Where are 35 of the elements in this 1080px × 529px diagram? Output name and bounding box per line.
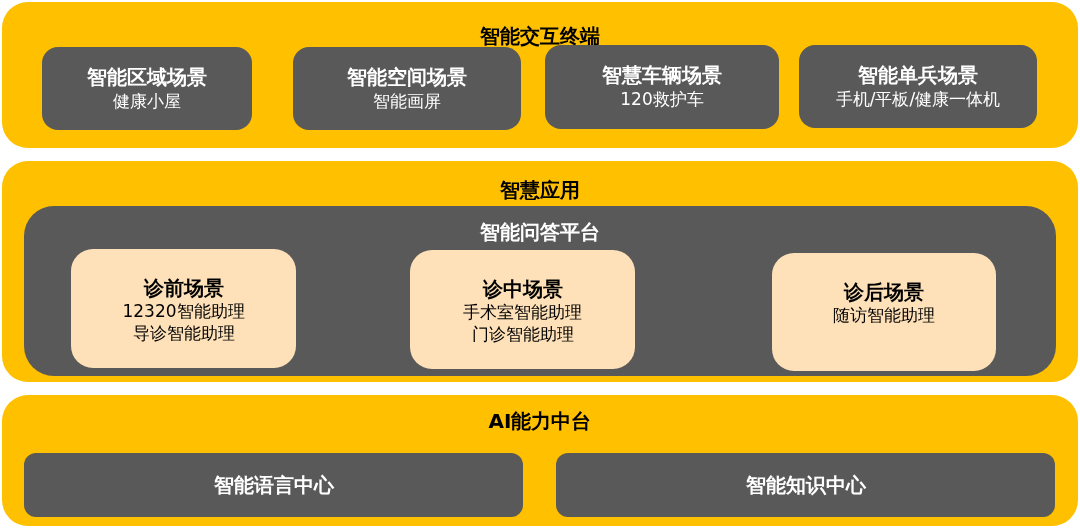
box-title: 智能语言中心 (213, 473, 334, 497)
capability-box (24, 453, 523, 517)
band-title: AI能力中台 (488, 409, 592, 433)
box-title: 智能单兵场景 (858, 62, 978, 87)
box-title: 智能知识中心 (745, 473, 866, 497)
box-title: 智能区域场景 (87, 64, 207, 89)
card-text: 12320智能助理 (122, 300, 245, 322)
panel-title: 智能问答平台 (480, 220, 600, 244)
card-text: 门诊智能助理 (471, 323, 574, 345)
layer-band (2, 161, 1078, 382)
box-subtitle: 智能画屏 (373, 89, 441, 113)
band-title: 智慧应用 (500, 178, 580, 202)
scene-card (71, 249, 296, 368)
card-text: 随访智能助理 (833, 304, 935, 326)
scene-card (772, 253, 996, 371)
platform-panel (24, 206, 1056, 376)
box-title: 智能空间场景 (347, 64, 467, 89)
scene-box (799, 45, 1037, 128)
box-title: 智慧车辆场景 (602, 63, 722, 87)
card-title: 诊中场景 (482, 277, 563, 301)
layer-band (2, 395, 1078, 526)
card-title: 诊后场景 (844, 280, 924, 304)
band-title: 智能交互终端 (480, 24, 600, 48)
scene-box (545, 45, 779, 129)
box-subtitle: 健康小屋 (113, 89, 181, 113)
scene-box (42, 47, 252, 130)
scene-card (410, 250, 635, 369)
card-text: 导诊智能助理 (132, 322, 235, 344)
capability-box (556, 453, 1055, 517)
box-subtitle: 手机/平板/健康一体机 (835, 87, 1001, 111)
layer-band (2, 2, 1078, 148)
box-subtitle: 120救护车 (620, 88, 704, 111)
card-title: 诊前场景 (143, 276, 224, 300)
scene-box (293, 47, 521, 130)
card-text: 手术室智能助理 (463, 301, 582, 323)
